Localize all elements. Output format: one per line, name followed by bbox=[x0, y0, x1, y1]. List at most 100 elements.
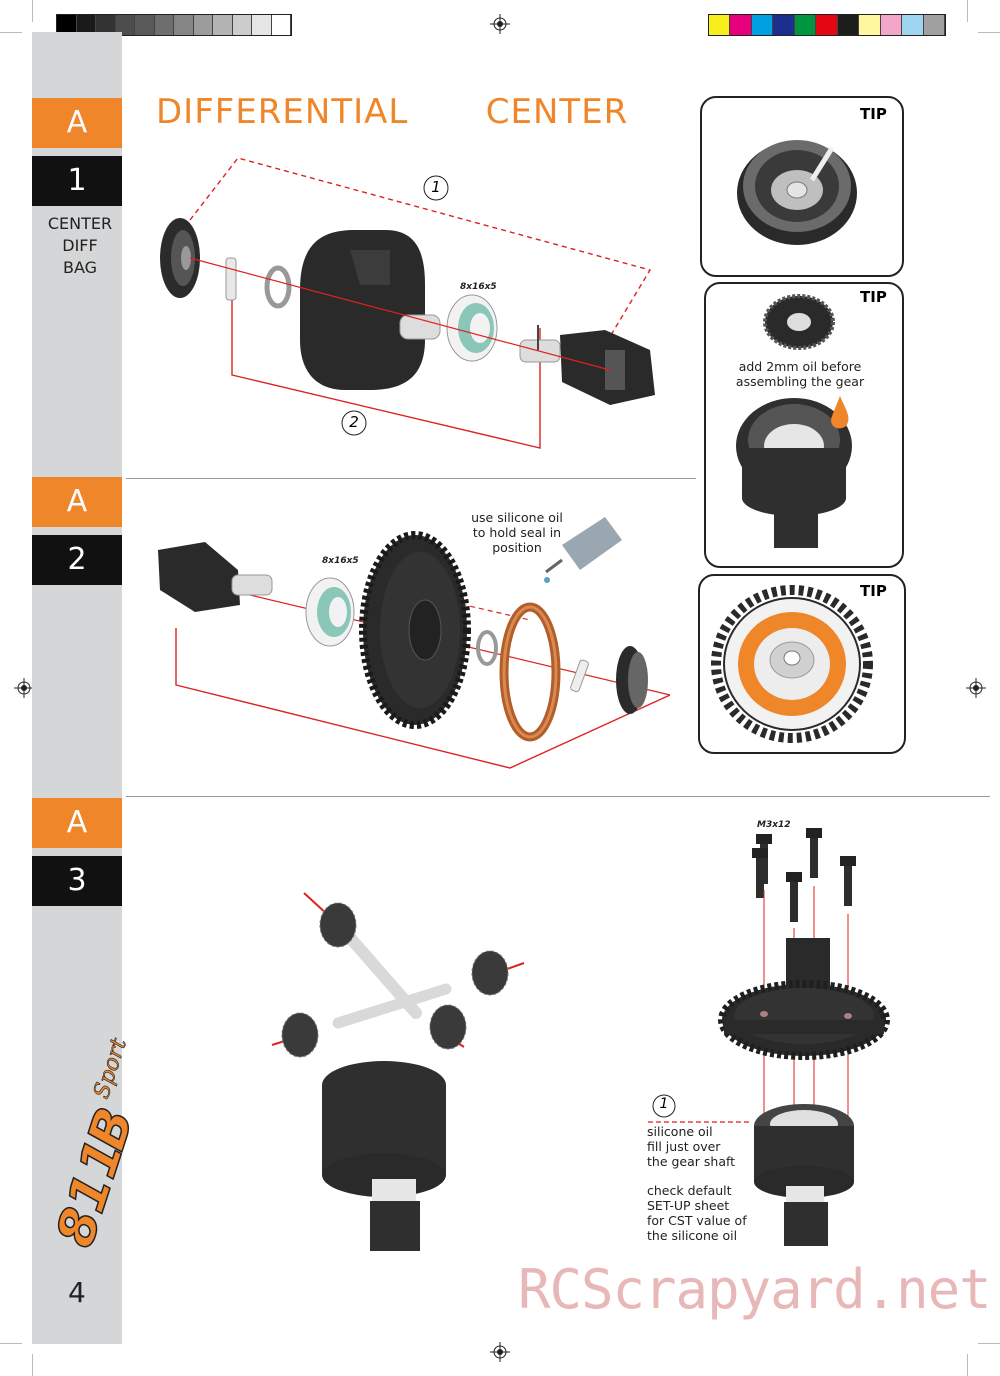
registration-mark-icon bbox=[490, 14, 510, 34]
registration-mark-icon bbox=[14, 678, 34, 698]
bearing-size-label: 8x16x5 bbox=[460, 282, 497, 292]
note-line: use silicone oil bbox=[471, 510, 563, 525]
tip-label: TIP bbox=[860, 288, 887, 306]
crop-mark bbox=[978, 32, 1000, 33]
oil-note: use silicone oil to hold seal in positio… bbox=[464, 510, 570, 555]
color-swatch bbox=[76, 15, 96, 35]
crop-mark bbox=[967, 1354, 968, 1376]
color-swatch bbox=[816, 15, 838, 35]
crop-mark bbox=[978, 1343, 1000, 1344]
color-swatch bbox=[773, 15, 795, 35]
note-line: fill just over bbox=[647, 1139, 721, 1154]
bag-label: CENTER DIFF BAG bbox=[32, 213, 128, 279]
pin bbox=[570, 659, 589, 693]
bevel-gear-icon bbox=[763, 294, 835, 350]
callout-1: 1 bbox=[659, 1096, 669, 1112]
step2-exploded-diagram bbox=[158, 517, 671, 769]
color-swatch bbox=[252, 15, 272, 35]
bevel-gear-icon bbox=[160, 218, 200, 298]
color-swatch bbox=[794, 15, 817, 35]
screw-icon bbox=[840, 856, 856, 906]
note-line: add 2mm oil before bbox=[738, 359, 862, 374]
color-swatch bbox=[115, 15, 135, 35]
step2-letter: A bbox=[32, 477, 122, 527]
color-bar bbox=[708, 14, 946, 36]
section-divider bbox=[126, 796, 990, 797]
output-cup-icon bbox=[519, 325, 655, 405]
diff-case-oil-icon bbox=[736, 396, 852, 548]
callout-2: 2 bbox=[349, 413, 359, 431]
pin bbox=[225, 257, 237, 301]
step1-letter: A bbox=[32, 98, 122, 148]
color-swatch bbox=[271, 15, 291, 35]
crop-mark bbox=[0, 1343, 22, 1344]
note-line: the silicone oil bbox=[647, 1228, 738, 1243]
svg-text:Sport: Sport bbox=[89, 1035, 132, 1102]
washer bbox=[264, 265, 292, 309]
note-line: check default bbox=[647, 1183, 732, 1198]
page-title: DIFFERENTIAL CENTER bbox=[156, 92, 629, 132]
registration-mark-icon bbox=[490, 1342, 510, 1362]
bag-label-line: BAG bbox=[62, 258, 98, 277]
step1-exploded-diagram bbox=[160, 157, 655, 449]
assembly-line bbox=[231, 278, 541, 449]
color-swatch bbox=[174, 15, 194, 35]
diff-case-icon bbox=[300, 230, 441, 390]
color-swatch bbox=[709, 15, 731, 35]
note-line: silicone oil bbox=[647, 1124, 713, 1139]
color-swatch bbox=[730, 15, 752, 35]
color-swatch bbox=[213, 15, 233, 35]
step3-spider-gears-diagram bbox=[271, 892, 525, 1251]
silicone-oil-note: silicone oil fill just over the gear sha… bbox=[647, 1124, 735, 1169]
color-swatch bbox=[193, 15, 213, 35]
page-number: 4 bbox=[68, 1276, 86, 1309]
note-line: for CST value of bbox=[647, 1213, 747, 1228]
crop-mark bbox=[32, 0, 33, 22]
color-swatch bbox=[837, 15, 860, 35]
bag-label-line: DIFF bbox=[62, 236, 98, 255]
color-swatch bbox=[57, 15, 77, 35]
color-swatch bbox=[859, 15, 881, 35]
color-swatch bbox=[232, 15, 252, 35]
sidebar bbox=[32, 32, 122, 1344]
note-line: SET-UP sheet bbox=[647, 1198, 730, 1213]
note-line: to hold seal in bbox=[472, 525, 562, 540]
dashed-assembly-line bbox=[189, 157, 652, 341]
watermark: RCScrapyard.net bbox=[518, 1258, 992, 1321]
note-line: the gear shaft bbox=[647, 1154, 736, 1169]
diff-case-top-view-icon bbox=[737, 140, 857, 245]
811b-sport-logo: 811 B Sport bbox=[45, 1035, 147, 1255]
assembly-line bbox=[175, 628, 671, 769]
color-swatch bbox=[902, 15, 924, 35]
bearing-icon bbox=[446, 294, 498, 362]
screw-icon bbox=[752, 848, 768, 898]
note-line: assembling the gear bbox=[735, 374, 865, 389]
screw-icon bbox=[786, 872, 802, 922]
spur-gear-icon bbox=[359, 531, 471, 729]
step3-final-assembly-diagram bbox=[648, 828, 890, 1246]
washer bbox=[476, 630, 498, 666]
spur-gear-top-view-icon bbox=[711, 585, 873, 743]
step1-number: 1 bbox=[32, 156, 122, 206]
crop-mark bbox=[32, 1354, 33, 1376]
section-divider bbox=[126, 478, 696, 479]
output-cup-icon bbox=[158, 542, 273, 612]
grayscale-bar bbox=[56, 14, 292, 36]
bag-label-line: CENTER bbox=[47, 214, 113, 233]
crop-mark bbox=[0, 32, 22, 33]
color-swatch bbox=[154, 15, 174, 35]
bearing-icon bbox=[305, 577, 355, 647]
bevel-gear-icon bbox=[616, 646, 648, 714]
setup-sheet-note: check default SET-UP sheet for CST value… bbox=[647, 1183, 747, 1243]
color-swatch bbox=[96, 15, 116, 35]
step3-letter: A bbox=[32, 798, 122, 848]
crop-mark bbox=[967, 0, 968, 22]
step3-number: 3 bbox=[32, 856, 122, 906]
color-swatch bbox=[880, 15, 903, 35]
note-line: position bbox=[492, 540, 542, 555]
callout-1: 1 bbox=[431, 178, 441, 196]
registration-mark-icon bbox=[966, 678, 986, 698]
color-swatch bbox=[923, 15, 945, 35]
color-swatch bbox=[135, 15, 155, 35]
bearing-size-label: 8x16x5 bbox=[322, 556, 359, 566]
